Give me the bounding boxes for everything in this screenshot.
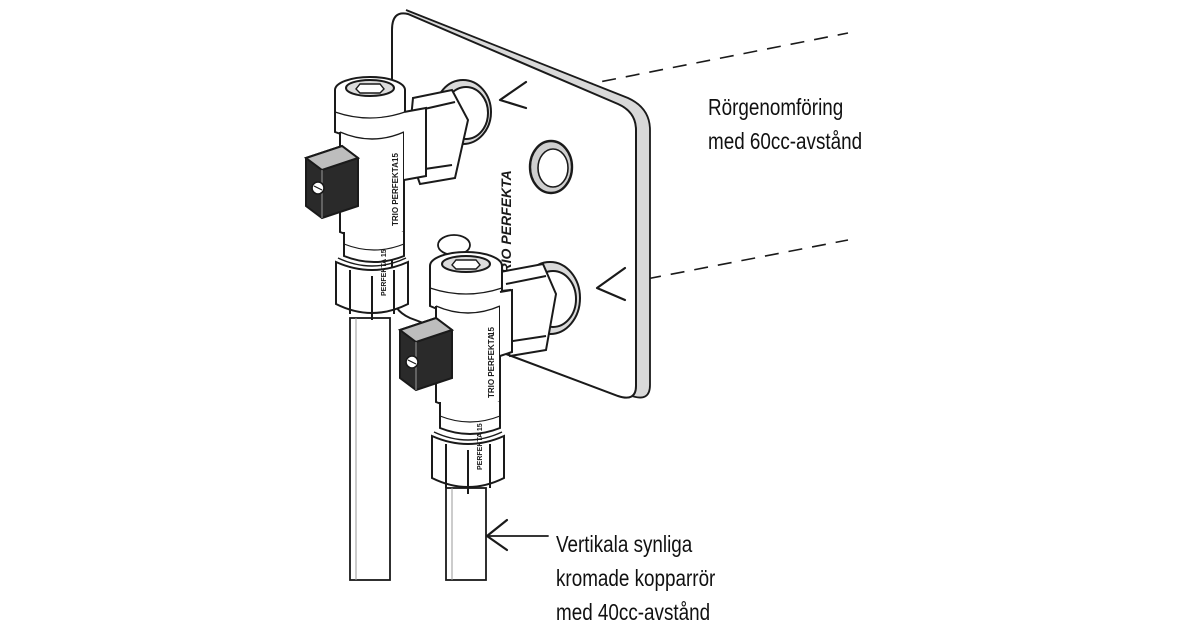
callout-top-line-1: Rörgenomföring: [708, 94, 844, 120]
callout-pipe-penetration: Rörgenomföring med 60cc-avstånd: [708, 90, 862, 158]
lower-nut-label: PERFEKTA 15: [477, 423, 484, 470]
plate-brand-label: TRIO PERFEKTA: [498, 170, 514, 282]
arrow-upper-opening: [498, 80, 528, 110]
lower-valve-handle: [397, 316, 455, 392]
upper-valve-size: 15: [391, 153, 400, 162]
arrow-right-pipe: [485, 518, 509, 552]
upper-valve: [334, 76, 427, 320]
callout-bottom-line-3: med 40cc-avstånd: [556, 599, 711, 625]
callout-vertical-pipes: Vertikala synliga kromade kopparrör med …: [556, 527, 715, 629]
callout-bottom-line-1: Vertikala synliga: [556, 531, 693, 557]
arrowheads: [485, 80, 627, 552]
callout-bottom-line-2: kromade kopparrör: [556, 565, 716, 591]
right-copper-pipe: [445, 487, 487, 581]
upper-valve-label: TRIO PERFEKTA: [391, 162, 400, 226]
upper-valve-handle: [303, 144, 361, 220]
lower-valve: [429, 251, 513, 494]
left-copper-pipe: [349, 317, 391, 581]
upper-nut-label: PERFEKTA 15: [381, 249, 388, 296]
callout-top-line-2: med 60cc-avstånd: [708, 128, 863, 154]
lower-valve-label: TRIO PERFEKTA: [487, 334, 496, 398]
arrow-lower-opening: [595, 266, 627, 302]
pipe-opening: [528, 139, 574, 195]
lower-valve-size: 15: [487, 327, 496, 336]
